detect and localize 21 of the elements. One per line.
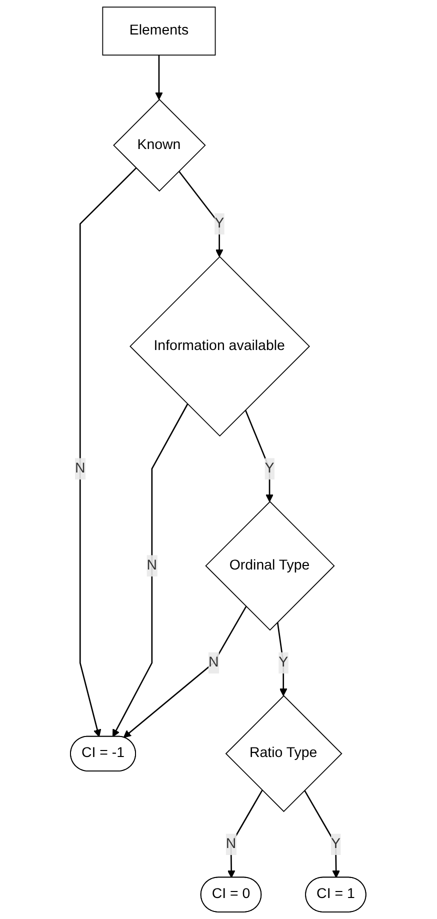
- arrow: [112, 404, 188, 738]
- edge-label: Y: [278, 654, 288, 670]
- arrow: [277, 622, 288, 696]
- edge-label: Y: [214, 216, 224, 231]
- arrow: [228, 790, 264, 878]
- arrow: [124, 606, 247, 738]
- arrow: [178, 170, 224, 258]
- edge-label: N: [75, 460, 86, 476]
- edge-label: N: [226, 836, 236, 852]
- node-box: Elements: [102, 6, 216, 56]
- node-diamond: Known: [113, 98, 206, 192]
- edge-label: Y: [331, 836, 341, 852]
- arrow: [80, 168, 137, 738]
- node-diamond: Information available: [130, 256, 310, 437]
- edge-label: N: [147, 558, 158, 573]
- edge-label: Y: [265, 460, 275, 476]
- edge-label: N: [208, 654, 220, 670]
- arrow: [245, 410, 274, 502]
- node-diamond: Ordinal Type: [205, 501, 336, 631]
- node-diamond: Ratio Type: [226, 695, 343, 812]
- arrow: [155, 55, 164, 100]
